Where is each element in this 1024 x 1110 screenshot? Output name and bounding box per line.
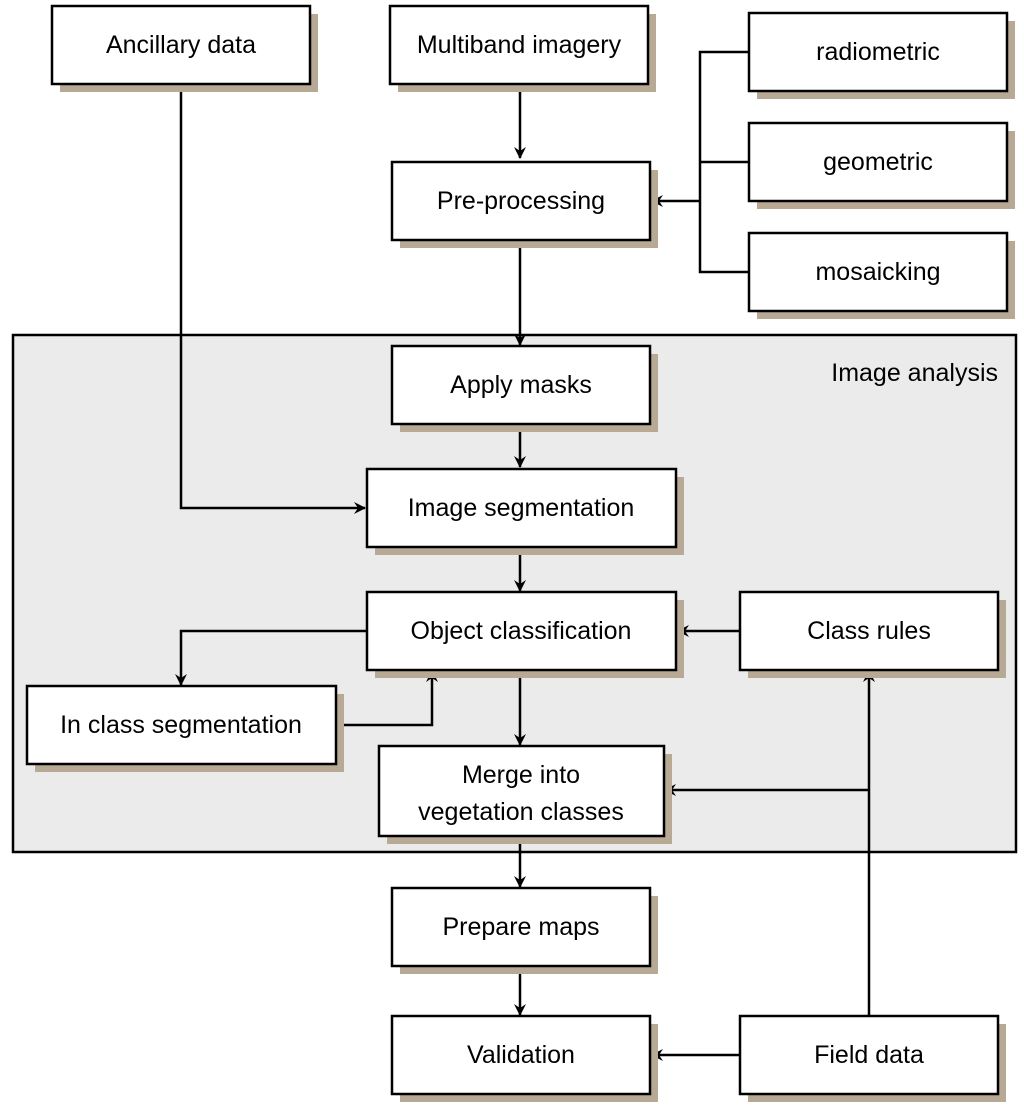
node-object-classification-label: Object classification [411,617,632,645]
node-apply-masks-label: Apply masks [450,371,592,399]
node-ancillary-data-label: Ancillary data [106,31,256,59]
node-class-rules: Class rules [738,590,1006,678]
node-geometric-label: geometric [823,148,933,176]
node-image-segmentation: Image segmentation [365,467,684,555]
node-field-data-label: Field data [814,1041,924,1069]
node-merge-line2: vegetation classes [418,798,624,826]
arrow-ancillary-to-segmentation [179,84,366,514]
node-pre-processing: Pre-processing [390,160,658,248]
node-validation: Validation [390,1014,658,1102]
arrow-classification-to-inclass [175,629,367,686]
node-radiometric-label: radiometric [816,38,940,66]
node-in-class-segmentation: In class segmentation [25,684,344,772]
node-ancillary-data: Ancillary data [50,4,318,92]
node-image-segmentation-label: Image segmentation [408,494,635,522]
node-apply-masks: Apply masks [390,344,658,432]
node-field-data: Field data [738,1014,1006,1102]
node-merge-vegetation-classes: Merge into vegetation classes [377,744,672,844]
node-merge-line1: Merge into [462,761,580,789]
node-prepare-maps-label: Prepare maps [442,913,599,941]
node-class-rules-label: Class rules [807,617,931,645]
node-in-class-segmentation-label: In class segmentation [60,711,302,739]
node-multiband-imagery-label: Multiband imagery [417,31,622,59]
node-validation-label: Validation [467,1041,575,1069]
node-geometric: geometric [747,121,1015,209]
node-radiometric: radiometric [747,11,1015,99]
node-pre-processing-label: Pre-processing [437,187,605,215]
node-mosaicking: mosaicking [747,231,1015,319]
node-multiband-imagery: Multiband imagery [388,4,656,92]
image-analysis-label: Image analysis [831,359,998,387]
node-object-classification: Object classification [365,590,684,678]
arrow-inclass-to-classification [336,670,438,727]
node-mosaicking-label: mosaicking [815,258,940,286]
node-prepare-maps: Prepare maps [390,886,658,974]
